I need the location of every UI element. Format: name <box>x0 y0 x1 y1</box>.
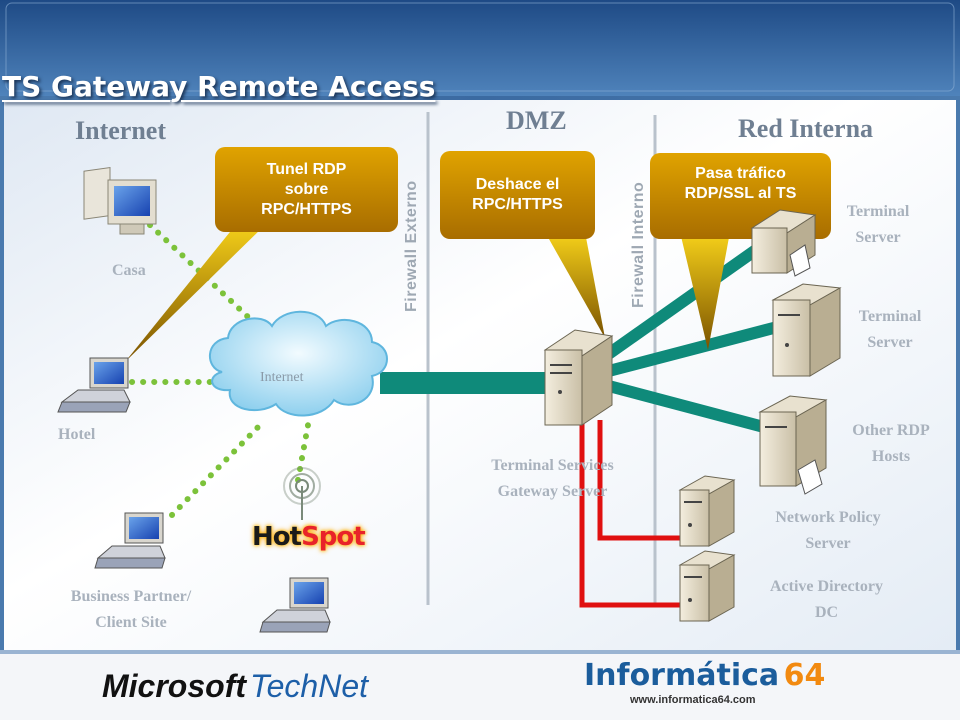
callout-line: RPC/HTTPS <box>261 200 352 218</box>
zone-internet: Internet <box>75 116 166 145</box>
client-hotel-label: Hotel <box>58 426 96 443</box>
callout-line: RDP/SSL al TS <box>684 185 797 202</box>
client-partner-label: Business Partner/ Client Site <box>36 584 226 636</box>
slide-title: TS Gateway Remote Access <box>2 70 436 103</box>
hotel-laptop-icon <box>57 357 131 413</box>
terminal-server-2-icon <box>771 283 842 377</box>
label-line: Terminal Services <box>491 457 614 474</box>
informatica64-logo: Informática 64 <box>584 658 825 693</box>
label-line: Terminal <box>846 203 910 220</box>
callout-line: Deshace el <box>475 176 560 193</box>
nps-server-icon <box>678 475 736 547</box>
label-line: Server <box>867 334 913 351</box>
label-line: Other RDP <box>852 422 930 439</box>
label-line: Server <box>805 535 851 552</box>
hotspot-logo: HotSpot <box>252 522 366 552</box>
label-line: Server <box>855 229 901 246</box>
internet-cloud <box>208 310 388 417</box>
zone-dmz: DMZ <box>506 106 567 135</box>
nps-label: Network Policy Server <box>748 505 908 557</box>
gateway-server-icon <box>543 329 614 426</box>
hotspot-part1: Hot <box>252 522 302 552</box>
gateway-label: Terminal Services Gateway Server <box>460 453 645 505</box>
callout-line: RPC/HTTPS <box>472 196 563 213</box>
ts2-label: Terminal Server <box>840 304 940 356</box>
callout-line: Pasa tráfico <box>695 165 786 182</box>
hotspot-part2: Spot <box>301 522 366 552</box>
client-home-label: Casa <box>112 262 146 279</box>
callout-line: Tunel RDP <box>266 160 347 178</box>
hotspot-antenna-icon <box>283 467 321 520</box>
informatica-number: 64 <box>783 658 826 693</box>
label-line: Active Directory <box>770 578 883 595</box>
terminal-server-1-icon <box>750 209 817 277</box>
callout-rdp-tunnel: Tunel RDP sobre RPC/HTTPS <box>215 147 398 232</box>
label-line: DC <box>814 604 839 621</box>
ad-label: Active Directory DC <box>744 574 909 626</box>
ts1-label: Terminal Server <box>828 199 928 251</box>
microsoft-wordmark: Microsoft <box>102 668 246 704</box>
callout-unwrap: Deshace el RPC/HTTPS <box>440 151 595 239</box>
zone-internal: Red Interna <box>738 114 874 143</box>
other-hosts-label: Other RDP Hosts <box>836 418 946 470</box>
callout-forward: Pasa tráfico RDP/SSL al TS <box>650 153 831 215</box>
label-line: Client Site <box>95 614 167 631</box>
ad-server-icon <box>678 550 736 622</box>
technet-wordmark: TechNet <box>250 668 368 704</box>
label-line: Hosts <box>871 448 911 465</box>
label-line: Business Partner/ <box>70 588 192 605</box>
firewall-internal-label: Firewall Interno <box>630 181 647 308</box>
label-line: Terminal <box>858 308 922 325</box>
label-line: Network Policy <box>775 509 881 526</box>
label-line: Gateway Server <box>497 483 608 500</box>
other-rdp-host-icon <box>758 395 828 495</box>
firewall-external-label: Firewall Externo <box>403 180 420 312</box>
cloud-label: Internet <box>260 370 304 385</box>
callout-line: sobre <box>284 180 329 198</box>
informatica-url: www.informatica64.com <box>630 694 756 706</box>
informatica-wordmark: Informática <box>584 658 780 693</box>
hotspot-laptop-icon <box>259 577 331 633</box>
home-pc-icon <box>83 166 157 235</box>
partner-laptop-icon <box>94 512 166 569</box>
